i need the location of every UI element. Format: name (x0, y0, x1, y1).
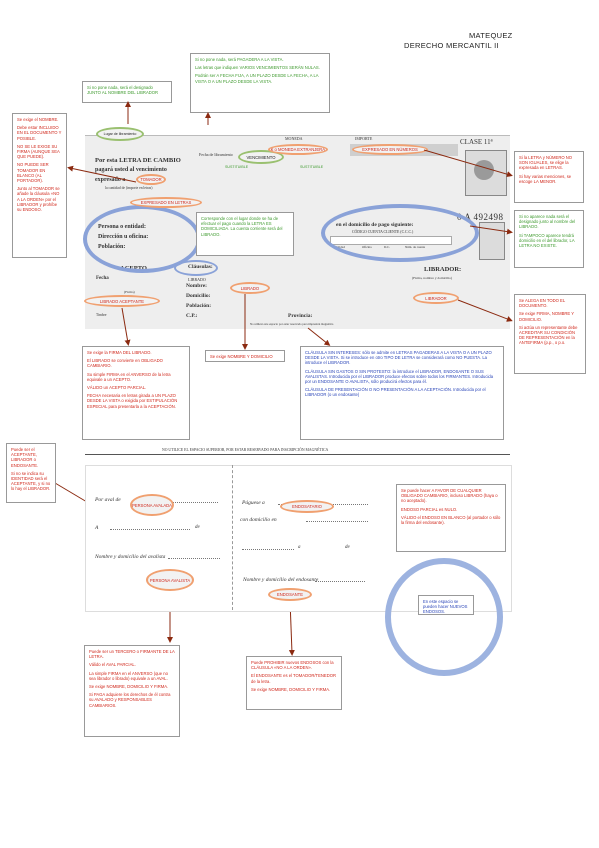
clase-label: CLASE 11ª (460, 138, 493, 146)
pill-expresado-numeros: EXPRESADO EN NÚMEROS (352, 144, 428, 155)
note-nuevos-endosos: En este espacio se pueden hacer NUEVOS E… (418, 595, 474, 615)
fecha-label: Fecha (96, 276, 109, 281)
note-aceptado: Se exige la FIRMA DEL LIBRADO.El LIBRADO… (82, 346, 190, 440)
endoso-a: a (298, 545, 301, 550)
pill-librado-aceptante: LIBRADO ACEPTANTE (84, 295, 160, 307)
dots-2 (110, 529, 190, 530)
domicilio-label: Domicilio: (186, 293, 211, 299)
importe-label: IMPORTE (355, 136, 373, 141)
header-subtitle: DERECHO MERCANTIL II (404, 41, 499, 50)
separator-line (85, 454, 510, 455)
dots-1 (132, 502, 218, 503)
note-importe: Si la LETRA y NÚMERO NO SON IGUALES, se … (514, 151, 584, 203)
fecha-libramiento: Fecha de libramiento (199, 152, 233, 157)
dots-6 (242, 549, 294, 550)
paguese-a: Páguese a (242, 500, 265, 506)
pill-vencimiento: VENCIMIENTO (238, 150, 284, 164)
note-vencimiento: Si no pone nada, será PAGADERA A LA VIST… (190, 53, 330, 113)
nombre-avalista: Nombre y domicilio del avalista (95, 554, 166, 560)
dots-3 (168, 558, 220, 559)
firma-nombre-domicilio: (Firma, nombre y domicilio) (412, 276, 453, 280)
sustituible-2: SUSTITUIBLE (225, 165, 249, 169)
dots-7 (315, 581, 365, 582)
footer-print-note: No utilizar este espacio por estar reser… (250, 322, 334, 326)
aval-de: de (195, 525, 200, 530)
no-utilice-note: NO UTILICE EL ESPACIO SUPERIOR, POR ESTA… (162, 448, 329, 452)
pill-endosatario: ENDOSATARIO (280, 500, 334, 513)
note-tomador: Se exige el NOMBRE.Debe estar INCLUIDO E… (12, 113, 67, 258)
firma-label: (Firma) (124, 290, 135, 294)
con-domicilio: con domicilio en (240, 517, 277, 523)
note-endosatario: Se puede hacer A FAVOR DE CUALQUIER OBLI… (396, 484, 506, 552)
timbre-label: Timbre (96, 313, 107, 317)
header-title: MATEQUEZ (469, 31, 513, 40)
cp-label: C.P.: (186, 313, 198, 319)
poblacion-label: Población: (186, 303, 212, 309)
endoso-de: de (345, 545, 350, 550)
pagara-usted: pagará usted al vencimiento (95, 167, 167, 173)
nuevos-endosos-circle (385, 558, 503, 676)
provincia-label: Provincia: (288, 313, 313, 319)
pill-lugar: Lugar de libramiento (96, 127, 144, 141)
moneda-label: MONEDA (285, 136, 303, 141)
note-domicilio-pago: Si no aparece nada será el designado jun… (514, 210, 584, 268)
nombre-label: Nombre: (186, 283, 207, 289)
aval-a: A (95, 525, 99, 531)
por-aval-de: Por aval de (95, 497, 121, 503)
note-endosante: Puede PROHIBIR nuevos ENDOSOS con la CLÁ… (246, 656, 342, 710)
note-librador: Se ALEGA EN TODO EL DOCUMENTO.Se exige F… (514, 294, 586, 374)
pill-endosante: ENDOSANTE (268, 588, 312, 601)
la-cantidad: la cantidad de (importe en letras) (105, 186, 153, 190)
pill-persona-avalista: PERSONA AVALISTA (146, 569, 194, 591)
clausulas-ellipse (174, 260, 218, 276)
pill-librador: LIBRADOR (413, 292, 459, 304)
nombre-endosante: Nombre y domicilio del endosante (243, 577, 319, 583)
dots-5 (306, 521, 368, 522)
pill-tomador: TOMADOR (136, 174, 166, 185)
pill-expresado-letras: EXPRESADO EN LETRAS (130, 197, 202, 208)
por-esta-letra: Por esta LETRA DE CAMBIO (95, 157, 181, 164)
librador-label: LIBRADOR: (424, 266, 462, 273)
note-avalado: Puede ser el ACEPTANTE, LIBRADOR o ENDOS… (6, 443, 56, 503)
domicilio-pago-ellipse (321, 204, 479, 262)
pill-librado: LIBRADO (230, 282, 270, 294)
note-avalista: Puede ser un TERCERO o FIRMANTE DE LA LE… (84, 645, 180, 737)
sustituible-1: SUSTITUIBLE (300, 165, 324, 169)
reverse-divider (232, 465, 234, 610)
note-librado-nombre: Se exige NOMBRE Y DOMICILIO (205, 350, 285, 362)
expresado-a: expresado a (95, 177, 126, 183)
serie-number: 0 A 492498 (457, 212, 504, 222)
seal-emblem-icon (474, 160, 494, 180)
pill-persona-avalada: PERSONA AVALADA (130, 494, 174, 516)
pill-moneda: € o MONEDA EXTRANJERA (268, 144, 328, 155)
librado-label: LIBRADO (188, 277, 206, 282)
note-domiciliada: Corresponde con el lugar donde se ha de … (196, 212, 294, 256)
note-clausulas: CLÁUSULA SIN INTERESES: sólo se admite e… (300, 346, 504, 440)
